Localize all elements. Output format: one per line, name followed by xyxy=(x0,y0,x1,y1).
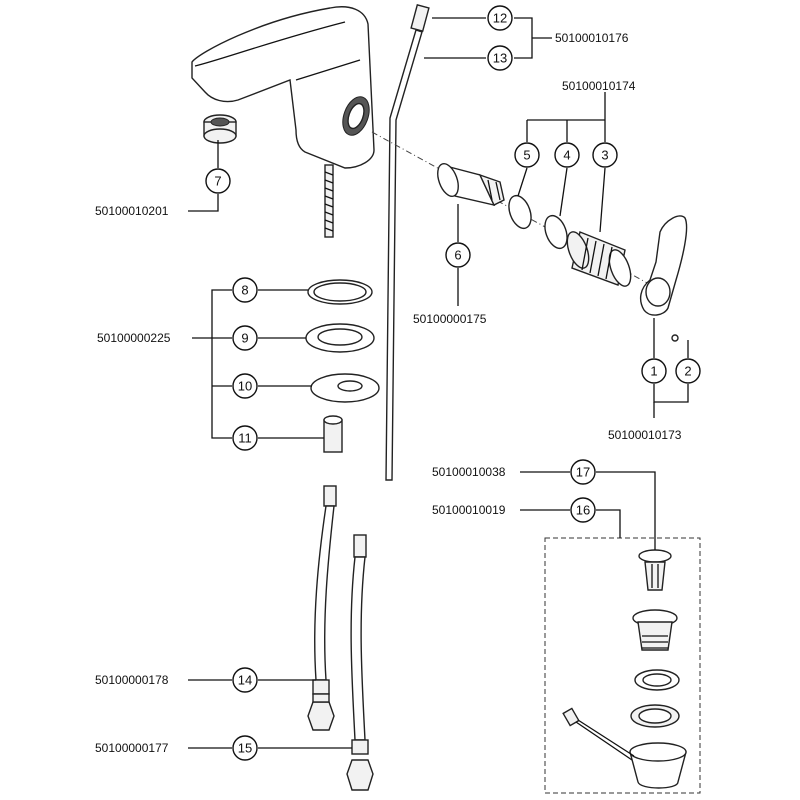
part-code-175: 50100000175 xyxy=(413,312,487,326)
callout-16: 16 xyxy=(570,497,596,523)
part-code-201: 50100010201 xyxy=(95,204,169,218)
popup-rod xyxy=(385,3,430,481)
o-ring-5 xyxy=(508,194,532,230)
callout-3-label: 3 xyxy=(601,148,608,163)
part-code-177: 50100000177 xyxy=(95,741,169,755)
callout-7: 7 xyxy=(205,168,231,194)
aerator-part xyxy=(203,114,237,144)
part-code-174: 50100010174 xyxy=(562,79,636,93)
callout-10: 10 xyxy=(232,373,258,399)
callout-8: 8 xyxy=(232,277,258,303)
leader-lines xyxy=(188,17,689,749)
callout-9: 9 xyxy=(232,325,258,351)
lever-handle-part xyxy=(639,215,688,342)
part-code-178: 50100000178 xyxy=(95,673,169,687)
supply-hose-14 xyxy=(307,485,337,731)
faucet-body xyxy=(191,6,375,238)
callout-4: 4 xyxy=(554,142,580,168)
callout-8-label: 8 xyxy=(241,283,248,298)
callout-16-label: 16 xyxy=(576,503,590,518)
supply-hose-15 xyxy=(346,534,374,791)
callout-6: 6 xyxy=(445,242,471,268)
o-ring-4 xyxy=(544,214,568,250)
callout-13-label: 13 xyxy=(493,51,507,66)
callout-5: 5 xyxy=(514,142,540,168)
callout-2: 2 xyxy=(675,358,701,384)
callout-15-label: 15 xyxy=(238,741,252,756)
threaded-nut-part xyxy=(566,231,632,287)
callout-14-label: 14 xyxy=(238,673,252,688)
callout-2-label: 2 xyxy=(684,364,691,379)
callout-9-label: 9 xyxy=(241,331,248,346)
callout-10-label: 10 xyxy=(238,379,252,394)
cartridge-part xyxy=(437,163,505,207)
callout-12: 12 xyxy=(487,5,513,31)
drain-assembly-box xyxy=(544,537,701,794)
nut-11 xyxy=(323,415,343,453)
part-code-038: 50100010038 xyxy=(432,465,506,479)
part-code-225: 50100000225 xyxy=(97,331,171,345)
callout-3: 3 xyxy=(592,142,618,168)
callout-1: 1 xyxy=(641,358,667,384)
callout-17-label: 17 xyxy=(576,465,590,480)
callout-17: 17 xyxy=(570,459,596,485)
drain-assembly xyxy=(562,549,687,789)
callout-13: 13 xyxy=(487,45,513,71)
part-code-173: 50100010173 xyxy=(608,428,682,442)
callout-11-label: 11 xyxy=(238,431,252,446)
callout-4-label: 4 xyxy=(563,148,570,163)
horseshoe-washer-10 xyxy=(310,373,380,403)
part-code-176: 50100010176 xyxy=(555,31,629,45)
callout-14: 14 xyxy=(232,667,258,693)
callout-15: 15 xyxy=(232,735,258,761)
callout-6-label: 6 xyxy=(454,248,461,263)
callout-1-label: 1 xyxy=(650,364,657,379)
callout-11: 11 xyxy=(232,425,258,451)
callout-5-label: 5 xyxy=(523,148,530,163)
callout-12-label: 12 xyxy=(493,11,507,26)
part-code-019: 50100010019 xyxy=(432,503,506,517)
callout-7-label: 7 xyxy=(214,174,221,189)
